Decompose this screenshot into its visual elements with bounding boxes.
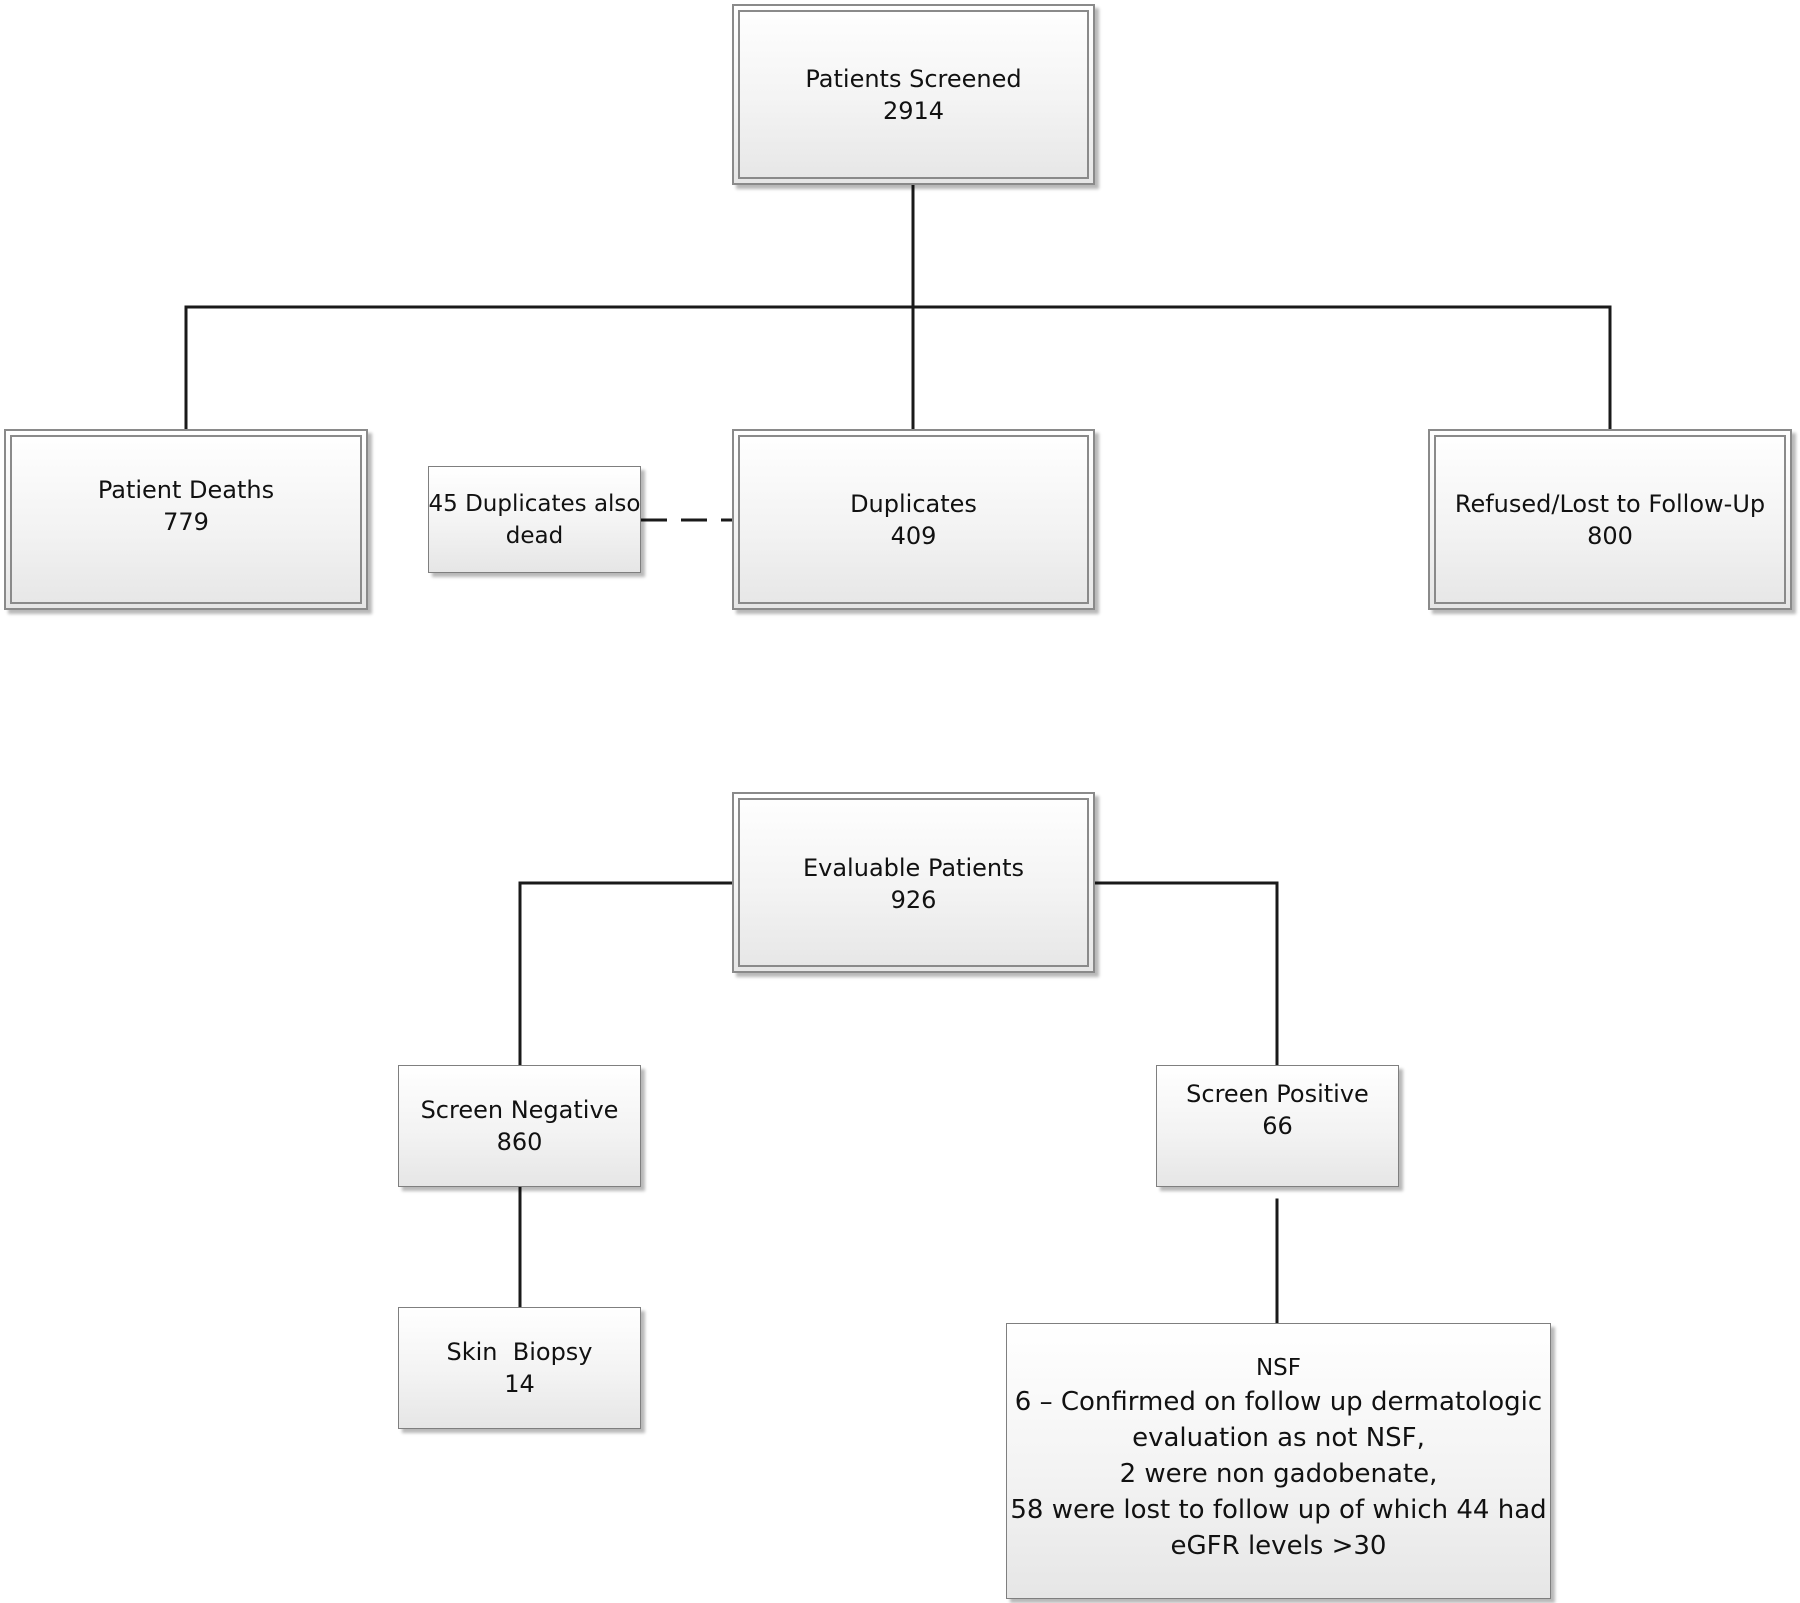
nsf-detail-line-3: 2 were non gadobenate, (1119, 1459, 1438, 1489)
duplicates-also-dead-line2: dead (505, 522, 564, 549)
skin-biopsy-title: Skin Biopsy (446, 1338, 593, 1366)
evaluable-patients-title: Evaluable Patients (802, 854, 1025, 882)
duplicates-title: Duplicates (850, 489, 977, 518)
screen-negative-box: Screen Negative 860 (398, 1065, 641, 1187)
screen-positive-title: Screen Positive (1186, 1080, 1369, 1108)
nsf-detail-line-5: eGFR levels >30 (1170, 1531, 1387, 1561)
refused-lost-count: 800 (1587, 521, 1633, 550)
duplicates-count: 409 (890, 521, 937, 550)
skin-biopsy-box: Skin Biopsy 14 (398, 1307, 641, 1429)
refused-lost-box: Refused/Lost to Follow-Up 800 (1428, 429, 1792, 610)
nsf-detail-line-2: evaluation as not NSF, (1132, 1423, 1425, 1453)
duplicates-box: Duplicates 409 (732, 429, 1095, 610)
evaluable-patients-box: Evaluable Patients 926 (732, 792, 1095, 973)
screen-negative-count: 860 (496, 1128, 543, 1156)
screen-positive-count: 66 (1262, 1112, 1293, 1140)
nsf-detail-line-4: 58 were lost to follow up of which 44 ha… (1010, 1495, 1547, 1525)
nsf-title: NSF (1255, 1355, 1302, 1381)
duplicates-also-dead-box: 45 Duplicates also dead (428, 466, 641, 573)
duplicates-also-dead-line1: 45 Duplicates also (428, 490, 641, 517)
patients-screened-count: 2914 (882, 96, 945, 125)
skin-biopsy-count: 14 (504, 1370, 535, 1398)
patient-deaths-count: 779 (163, 508, 209, 536)
patients-screened-box: Patients Screened 2914 (732, 4, 1095, 185)
evaluable-patients-count: 926 (890, 886, 937, 914)
nsf-box: NSF 6 – Confirmed on follow up dermatolo… (1006, 1323, 1551, 1599)
refused-lost-title: Refused/Lost to Follow-Up (1454, 489, 1766, 518)
patients-screened-title: Patients Screened (805, 64, 1022, 93)
screen-negative-title: Screen Negative (420, 1096, 619, 1124)
patient-deaths-box: Patient Deaths 779 (4, 429, 368, 610)
patient-deaths-title: Patient Deaths (97, 476, 275, 504)
nsf-detail-line-1: 6 – Confirmed on follow up dermatologic (1014, 1387, 1543, 1417)
screen-positive-box: Screen Positive 66 (1156, 1065, 1399, 1187)
